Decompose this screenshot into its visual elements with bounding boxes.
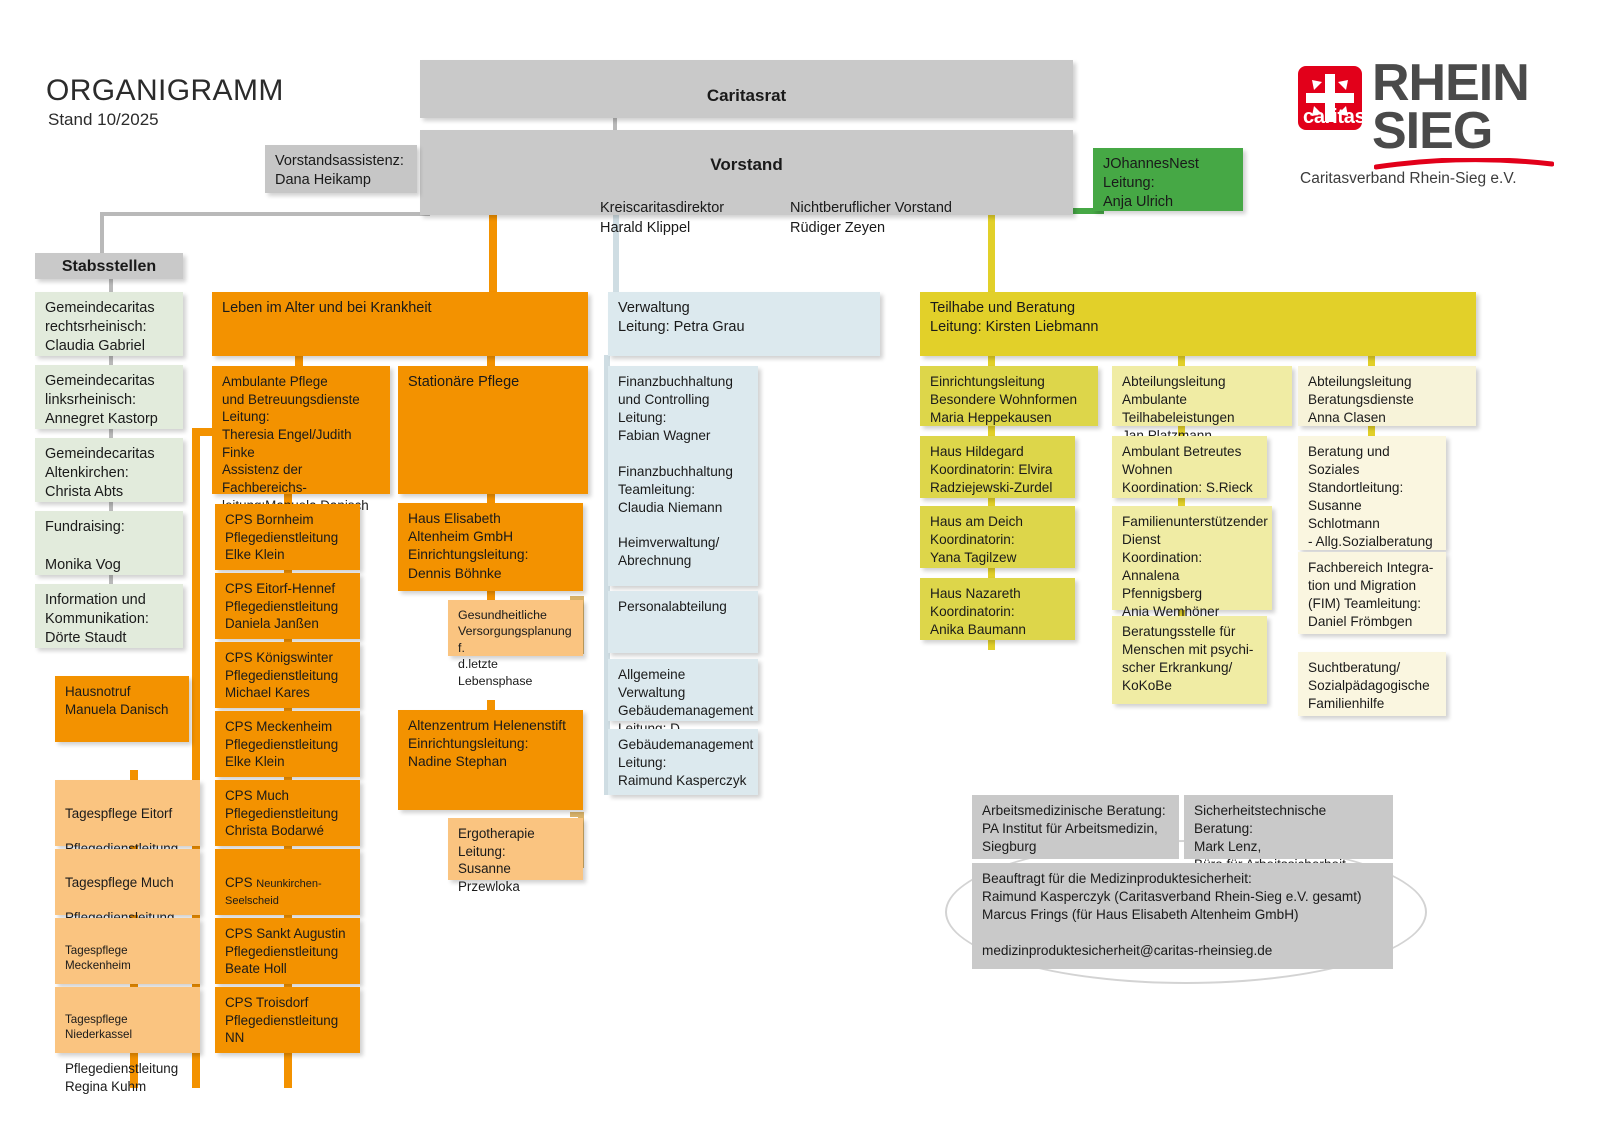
cps-item-4: CPS Much Pflegedienstleitung Christa Bod… [215, 780, 360, 846]
connector-ergo-bracket-t [570, 812, 584, 817]
teilhabe-col3-item-0: Beratung und Soziales Standortleitung: S… [1298, 436, 1446, 585]
cps-item-3: CPS Meckenheim Pflegedienstleitung Elke … [215, 711, 360, 777]
vorstand-box: Vorstand Kreiscaritasdirektor Harald Kli… [420, 130, 1073, 236]
connector-ambulante-spine-join [192, 428, 220, 436]
ergotherapie-box: Ergotherapie Leitung: Susanne Przewloka [448, 818, 583, 894]
tagespflege-1-place: Tagespflege Much [65, 874, 174, 890]
connector-vorstand-leben [489, 214, 497, 296]
teilhabe-col2-item-1: Familienunterstützender Dienst Koordinat… [1112, 506, 1272, 619]
verwaltung-finanz-box: Finanzbuchhaltung und Controlling Leitun… [608, 366, 758, 586]
vorstandsassistenz-box: Vorstandsassistenz: Dana Heikamp [265, 145, 417, 193]
stabsstelle-item-3: Fundraising: Monika Vog [35, 511, 183, 575]
helenenstift-box: Altenzentrum Helenenstift Einrichtungsle… [398, 710, 583, 810]
vorstand-name-left: Harald Klippel [600, 219, 691, 236]
ambulante-pflege-box: Ambulante Pflege und Betreuungsdienste L… [212, 366, 390, 513]
vorstand-title: Vorstand [710, 155, 783, 175]
tagespflege-2-place: Tagespflege Meckenheim [65, 943, 131, 972]
connector-stabs-1 [109, 355, 113, 367]
connector-vorstand-stabs-h [100, 212, 430, 216]
cps-item-0: CPS Bornheim Pflegedienstleitung Elke Kl… [215, 504, 360, 570]
connector-vorstand-verwaltung [613, 214, 619, 296]
stabsstellen-header: Stabsstellen [35, 253, 183, 279]
tagespflege-0-place: Tagespflege Eitorf [65, 805, 173, 821]
cps-item-5: CPS Sankt Augustin Pflegedienstleitung B… [215, 918, 360, 984]
caritasrat-box: Caritasrat Vorsitzender: Kreisdechant Ha… [420, 60, 1073, 181]
verwaltung-gebaeude-box: Gebäudemanagement Leitung: Raimund Kaspe… [608, 729, 758, 795]
verwaltung-personal-box: Personalabteilung [608, 591, 758, 653]
stabsstelle-item-4: Information und Kommunikation: Dörte Sta… [35, 584, 183, 648]
johannesnest-box: JOhannesNest Leitung: Anja Ulrich [1093, 148, 1243, 211]
connector-stabs-3 [109, 501, 113, 513]
vorstand-role-right: Nichtberuflicher Vorstand [790, 199, 952, 216]
gesundheitliche-versorgungsplanung-box: Gesundheitliche Versorgungsplanung f. d.… [448, 600, 583, 688]
connector-caritasrat-vorstand [613, 118, 617, 138]
connector-stationaere-hauselisabeth [487, 493, 495, 505]
tagespflege-3-place: Tagespflege Niederkassel [65, 1012, 133, 1041]
medizinproduktesicherheit-box: Beauftragt für die Medizinproduktesicher… [972, 863, 1393, 969]
tagespflege-item-0: Tagespflege Eitorf Pflegedienstleitung F… [55, 780, 200, 874]
connector-verwaltung-spine [604, 355, 610, 795]
tagespflege-item-3: Tagespflege Niederkassel Pflegedienstlei… [55, 987, 200, 1094]
connector-teilhabe-c3-spine [1368, 424, 1375, 438]
caritas-cross-mark: caritas [1298, 66, 1366, 130]
page-title: ORGANIGRAMM [46, 74, 284, 107]
teilhabe-col2-item-0: Ambulant Betreutes Wohnen Koordination: … [1112, 436, 1267, 498]
hausnotruf-box: Hausnotruf Manuela Danisch [55, 676, 189, 742]
logo-caritas-word: caritas [1303, 106, 1366, 128]
cps-item-2: CPS Königswinter Pflegedienstleitung Mic… [215, 642, 360, 708]
stationaere-pflege-box: Stationäre Pflege [398, 366, 588, 494]
connector-teilhabe-c2 [1178, 355, 1185, 367]
connector-hauselisabeth-gvp [487, 590, 495, 600]
tagespflege-3-rest: Pflegedienstleitung Regina Kuhm [65, 1060, 179, 1094]
sicherheitstechnik-box: Sicherheitstechnische Beratung: Mark Len… [1184, 795, 1393, 872]
teilhabe-col1-item-2: Haus Nazareth Koordinatorin: Anika Bauma… [920, 578, 1075, 640]
vorstand-name-right: Rüdiger Zeyen [790, 219, 886, 236]
connector-teilhabe-c1 [988, 355, 995, 367]
logo-swoosh-icon [1374, 158, 1554, 170]
teilhabe-col3-item-1: Fachbereich Integra- tion und Migration … [1298, 552, 1446, 634]
caritasrat-title: Caritasrat [706, 86, 787, 106]
tagespflege-item-2: Tagespflege Meckenheim Pflegedienstleitu… [55, 918, 200, 1025]
stabsstelle-item-2: Gemeindecaritas Altenkirchen: Christa Ab… [35, 438, 183, 502]
teilhabe-col1-header: Einrichtungsleitung Besondere Wohnformen… [920, 366, 1098, 426]
connector-stabs-2 [109, 428, 113, 440]
logo-rhein-text: RHEIN [1372, 54, 1530, 112]
connector-stationaere-helenenstift [487, 700, 495, 710]
connector-leben-ambulante [295, 355, 303, 367]
haus-elisabeth-box: Haus Elisabeth Altenheim GmbH Einrichtun… [398, 503, 583, 591]
connector-vorstand-johannesnest [1068, 208, 1104, 214]
verwaltung-header: Verwaltung Leitung: Petra Grau [608, 292, 880, 356]
teilhabe-col3-item-2: Suchtberatung/ Sozialpädagogische Famili… [1298, 652, 1446, 716]
connector-leben-stationaere [487, 355, 495, 367]
stabsstelle-item-1: Gemeindecaritas linksrheinisch: Annegret… [35, 365, 183, 429]
connector-vorstand-teilhabe [988, 214, 995, 296]
teilhabe-col1-item-0: Haus Hildegard Koordinatorin: Elvira Rad… [920, 436, 1075, 498]
cps-item-neunkirchen: CPS Neunkirchen-Seelscheid Pflegedienstl… [215, 849, 360, 960]
stabsstelle-item-0: Gemeindecaritas rechtsrheinisch: Claudia… [35, 292, 183, 356]
page-subtitle: Stand 10/2025 [48, 110, 159, 129]
arbeitsmedizin-box: Arbeitsmedizinische Beratung: PA Institu… [972, 795, 1179, 859]
tagespflege-item-1: Tagespflege Much Pflegediensleitung Nata… [55, 849, 200, 943]
logo-sieg-text: SIEG [1372, 102, 1493, 160]
connector-gvp-bracket-t [570, 596, 584, 601]
connector-stabs-4 [109, 574, 113, 586]
teilhabe-col2-header: Abteilungsleitung Ambulante Teilhabeleis… [1112, 366, 1292, 443]
cps-neunkirchen-place: Neunkirchen-Seelscheid [225, 877, 322, 908]
cps-neunkirchen-prefix: CPS [225, 874, 257, 890]
caritas-logo: caritas RHEIN SIEG Caritasverband Rhein-… [1298, 57, 1558, 187]
logo-tagline: Caritasverband Rhein-Sieg e.V. [1300, 170, 1517, 187]
teilhabe-col3-header: Abteilungsleitung Beratungsdienste Anna … [1298, 366, 1476, 426]
connector-ambulante-spine-left [192, 428, 200, 1088]
vorstand-role-left: Kreiscaritasdirektor [600, 199, 725, 216]
teilhabe-col2-item-2: Beratungsstelle für Menschen mit psychi-… [1112, 616, 1267, 704]
verwaltung-allgemeine-box: Allgemeine Verwaltung Gebäudemanagement … [608, 659, 758, 754]
cps-item-1: CPS Eitorf-Hennef Pflegedienstleitung Da… [215, 573, 360, 639]
cps-item-6: CPS Troisdorf Pflegedienstleitung NN [215, 987, 360, 1053]
leben-im-alter-header: Leben im Alter und bei Krankheit [212, 292, 588, 356]
teilhabe-header: Teilhabe und Beratung Leitung: Kirsten L… [920, 292, 1476, 356]
teilhabe-col1-item-1: Haus am Deich Koordinatorin: Yana Tagilz… [920, 506, 1075, 568]
connector-vorstand-stabs-v [100, 214, 104, 258]
connector-teilhabe-c3 [1368, 355, 1375, 367]
